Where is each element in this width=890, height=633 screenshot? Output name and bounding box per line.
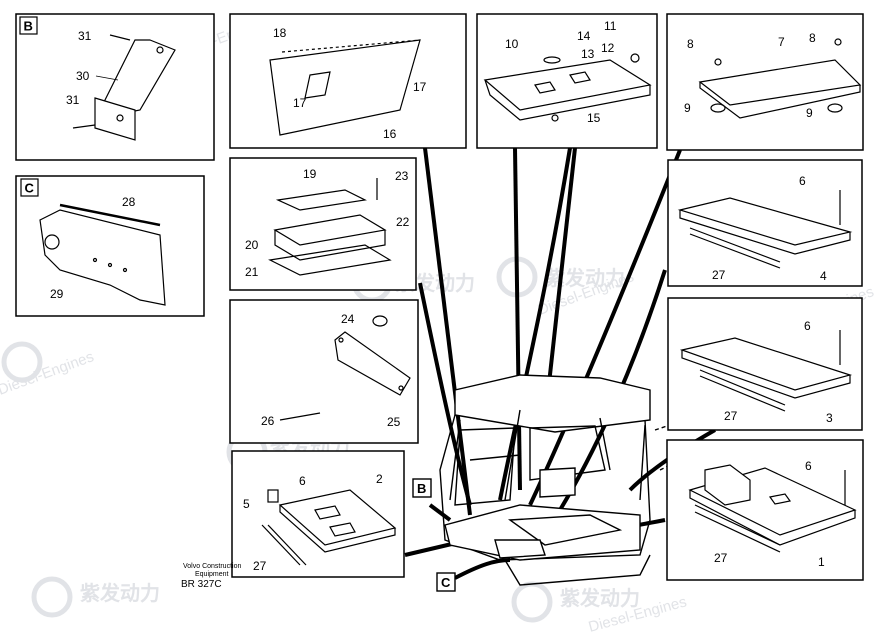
callout-b: B: [412, 478, 432, 498]
cab-assembly: [439, 374, 691, 586]
label-7: 7: [778, 35, 785, 49]
label-15: 15: [587, 111, 601, 125]
label-16: 16: [383, 127, 397, 141]
label-19: 19: [303, 167, 317, 181]
watermark-logo-text: 紫发动力: [560, 586, 640, 610]
label-8: 8: [687, 37, 694, 51]
label-31: 31: [78, 29, 92, 43]
label-18: 18: [273, 26, 287, 40]
cover-part: [279, 315, 411, 421]
box-c: C 28 29: [15, 175, 205, 317]
box-4: 6 27 4: [667, 159, 863, 287]
label-17: 17: [293, 96, 307, 110]
label-2: 2: [376, 472, 383, 486]
label-4: 4: [820, 269, 827, 283]
label-9: 9: [684, 101, 691, 115]
callout-c: C: [436, 572, 456, 592]
label-27: 27: [712, 268, 726, 282]
label-6: 6: [804, 319, 811, 333]
floor-plate-part: [677, 190, 853, 269]
label-17: 17: [413, 80, 427, 94]
callout-c-label: C: [441, 575, 451, 590]
floor-plate-part: [688, 464, 857, 553]
section-label-box: [20, 178, 39, 197]
label-6: 6: [799, 174, 806, 188]
tray-part: [483, 53, 652, 122]
box-2: 6 2 5 27: [231, 450, 405, 578]
label-6: 6: [805, 459, 812, 473]
label-11: 11: [604, 19, 617, 33]
box-10: 11 14 10 13 12 15: [476, 13, 658, 149]
box-16: 18 17 17 16: [229, 13, 467, 149]
label-31: 31: [66, 93, 80, 107]
section-label-b: B: [24, 19, 33, 34]
label-1: 1: [818, 555, 825, 569]
label-3: 3: [826, 411, 833, 425]
box-7: 8 7 8 9 9: [666, 13, 864, 151]
watermark-logo-icon: [511, 581, 553, 623]
label-14: 14: [577, 29, 591, 43]
box-b: B 31 30 31: [15, 13, 215, 161]
label-22: 22: [396, 215, 410, 229]
label-30: 30: [76, 69, 90, 83]
label-25: 25: [387, 415, 401, 429]
label-21: 21: [245, 265, 259, 279]
label-6: 6: [299, 474, 306, 488]
box-20: 19 23 22 20 21: [229, 157, 417, 291]
label-29: 29: [50, 287, 64, 301]
label-20: 20: [245, 238, 259, 252]
watermark-logo-text: 紫发动力: [80, 581, 160, 605]
box-3: 6 27 3: [667, 297, 863, 431]
maker-line-1: Volvo Construction: [183, 563, 241, 570]
box-1: 6 27 1: [666, 439, 864, 581]
plate-part: [39, 203, 166, 306]
label-9: 9: [806, 106, 813, 120]
maker-line-2: Equipment: [195, 571, 229, 578]
filter-part: [268, 178, 392, 276]
floor-plate-part: [679, 330, 853, 412]
label-27: 27: [714, 551, 728, 565]
watermark-text: Diesel-Engines: [0, 348, 96, 398]
label-5: 5: [243, 497, 250, 511]
label-10: 10: [505, 37, 519, 51]
drawing-code: BR 327C: [181, 579, 222, 590]
floor-plate-part: [261, 489, 397, 566]
label-8: 8: [809, 31, 816, 45]
label-28: 28: [122, 195, 136, 209]
box-25: 24 26 25: [229, 299, 419, 444]
label-23: 23: [395, 169, 409, 183]
section-label-c: C: [25, 181, 35, 196]
section-label-box: [19, 16, 38, 35]
label-13: 13: [581, 47, 595, 61]
label-27: 27: [724, 409, 738, 423]
panel-part: [269, 39, 421, 136]
label-27: 27: [253, 559, 267, 573]
label-26: 26: [261, 414, 275, 428]
watermark-logo-icon: [31, 576, 73, 618]
label-12: 12: [601, 41, 615, 55]
bracket-part: [72, 34, 176, 141]
cover-plate-part: [698, 38, 862, 119]
callout-b-label: B: [417, 481, 426, 496]
watermark-logo-icon: [1, 341, 43, 383]
label-24: 24: [341, 312, 355, 326]
